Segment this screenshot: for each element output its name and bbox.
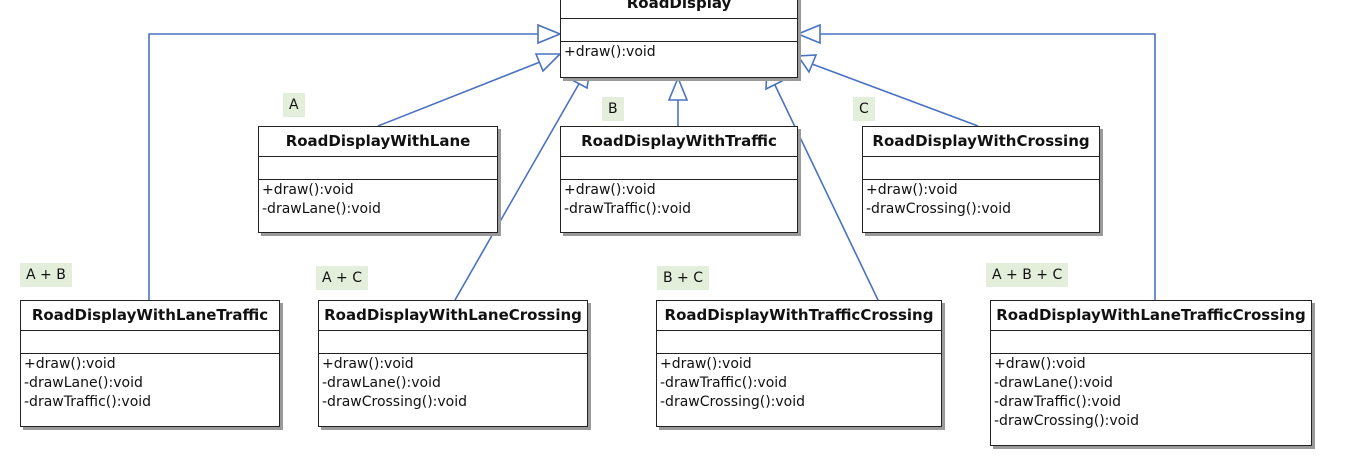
class-road-display-with-lane-traffic-crossing[interactable]: RoadDisplayWithLaneTrafficCrossing +draw… <box>990 300 1312 446</box>
operation: -drawCrossing():void <box>866 201 1012 217</box>
tag-a-plus-c: A + C <box>316 266 368 290</box>
operations-compartment: +draw():void -drawTraffic():void <box>561 180 797 219</box>
arrowhead-traffic <box>667 75 689 101</box>
tag-a-plus-b: A + B <box>20 263 72 287</box>
class-road-display[interactable]: RoadDisplay +draw():void <box>560 0 798 78</box>
operation: -drawLane():void <box>322 375 441 391</box>
class-name: RoadDisplayWithLaneTrafficCrossing <box>991 301 1311 331</box>
operation: +draw():void <box>322 356 414 372</box>
tag-b: B <box>602 97 624 121</box>
class-name: RoadDisplayWithTraffic <box>561 127 797 157</box>
operation: -drawTraffic():void <box>564 201 692 217</box>
class-road-display-with-lane-traffic[interactable]: RoadDisplayWithLaneTraffic +draw():void … <box>20 300 280 427</box>
operation: +draw():void <box>262 182 354 198</box>
arrowhead-lane-traffic-crossing <box>795 23 821 45</box>
operation: +draw():void <box>564 44 656 60</box>
tag-a: A <box>283 93 305 117</box>
operation: +draw():void <box>660 356 752 372</box>
operation: -drawTraffic():void <box>660 375 788 391</box>
operation: +draw():void <box>24 356 116 372</box>
arrowhead-lane-traffic <box>537 23 563 45</box>
operation: -drawLane():void <box>994 375 1113 391</box>
operations-compartment: +draw():void <box>561 42 797 62</box>
operation: -drawLane():void <box>24 375 143 391</box>
class-road-display-with-crossing[interactable]: RoadDisplayWithCrossing +draw():void -dr… <box>862 126 1100 233</box>
class-road-display-with-lane[interactable]: RoadDisplayWithLane +draw():void -drawLa… <box>258 126 498 233</box>
edge-lane-crossing <box>454 81 581 301</box>
class-road-display-with-traffic[interactable]: RoadDisplayWithTraffic +draw():void -dra… <box>560 126 798 233</box>
operations-compartment: +draw():void -drawLane():void <box>259 180 497 219</box>
operation: -drawTraffic():void <box>994 394 1122 410</box>
operation: -drawCrossing():void <box>660 394 806 410</box>
arrowhead-crossing <box>796 54 818 74</box>
class-name: RoadDisplayWithCrossing <box>863 127 1099 157</box>
attributes-compartment <box>21 331 279 354</box>
arrowhead-lane <box>534 53 562 73</box>
operations-compartment: +draw():void -drawCrossing():void <box>863 180 1099 219</box>
operation: -drawLane():void <box>262 201 381 217</box>
operation: -drawCrossing():void <box>322 394 468 410</box>
operation: +draw():void <box>866 182 958 198</box>
operations-compartment: +draw():void -drawLane():void -drawCross… <box>319 354 587 412</box>
operations-compartment: +draw():void -drawLane():void -drawTraff… <box>21 354 279 412</box>
operation: -drawTraffic():void <box>24 394 152 410</box>
edge-lane-traffic-crossing <box>820 33 1156 300</box>
tag-b-plus-c: B + C <box>657 266 710 290</box>
operation: +draw():void <box>994 356 1086 372</box>
class-name: RoadDisplayWithTrafficCrossing <box>657 301 941 331</box>
attributes-compartment <box>561 157 797 180</box>
class-road-display-with-traffic-crossing[interactable]: RoadDisplayWithTrafficCrossing +draw():v… <box>656 300 942 427</box>
edge-crossing <box>811 63 979 127</box>
class-name: RoadDisplayWithLane <box>259 127 497 157</box>
operation: -drawCrossing():void <box>994 413 1140 429</box>
attributes-compartment <box>657 331 941 354</box>
attributes-compartment <box>319 331 587 354</box>
attributes-compartment <box>991 331 1311 354</box>
tag-c: C <box>853 97 875 121</box>
operation: +draw():void <box>564 182 656 198</box>
edge-lane <box>377 61 541 127</box>
edge-traffic-crossing <box>773 82 879 301</box>
class-name: RoadDisplayWithLaneTraffic <box>21 301 279 331</box>
class-name: RoadDisplay <box>561 0 797 19</box>
attributes-compartment <box>863 157 1099 180</box>
attributes-compartment <box>561 19 797 42</box>
tag-a-plus-b-plus-c: A + B + C <box>986 263 1069 287</box>
operations-compartment: +draw():void -drawTraffic():void -drawCr… <box>657 354 941 412</box>
edge-lane-traffic <box>148 33 538 300</box>
class-name: RoadDisplayWithLaneCrossing <box>319 301 587 331</box>
attributes-compartment <box>259 157 497 180</box>
class-road-display-with-lane-crossing[interactable]: RoadDisplayWithLaneCrossing +draw():void… <box>318 300 588 427</box>
operations-compartment: +draw():void -drawLane():void -drawTraff… <box>991 354 1311 431</box>
